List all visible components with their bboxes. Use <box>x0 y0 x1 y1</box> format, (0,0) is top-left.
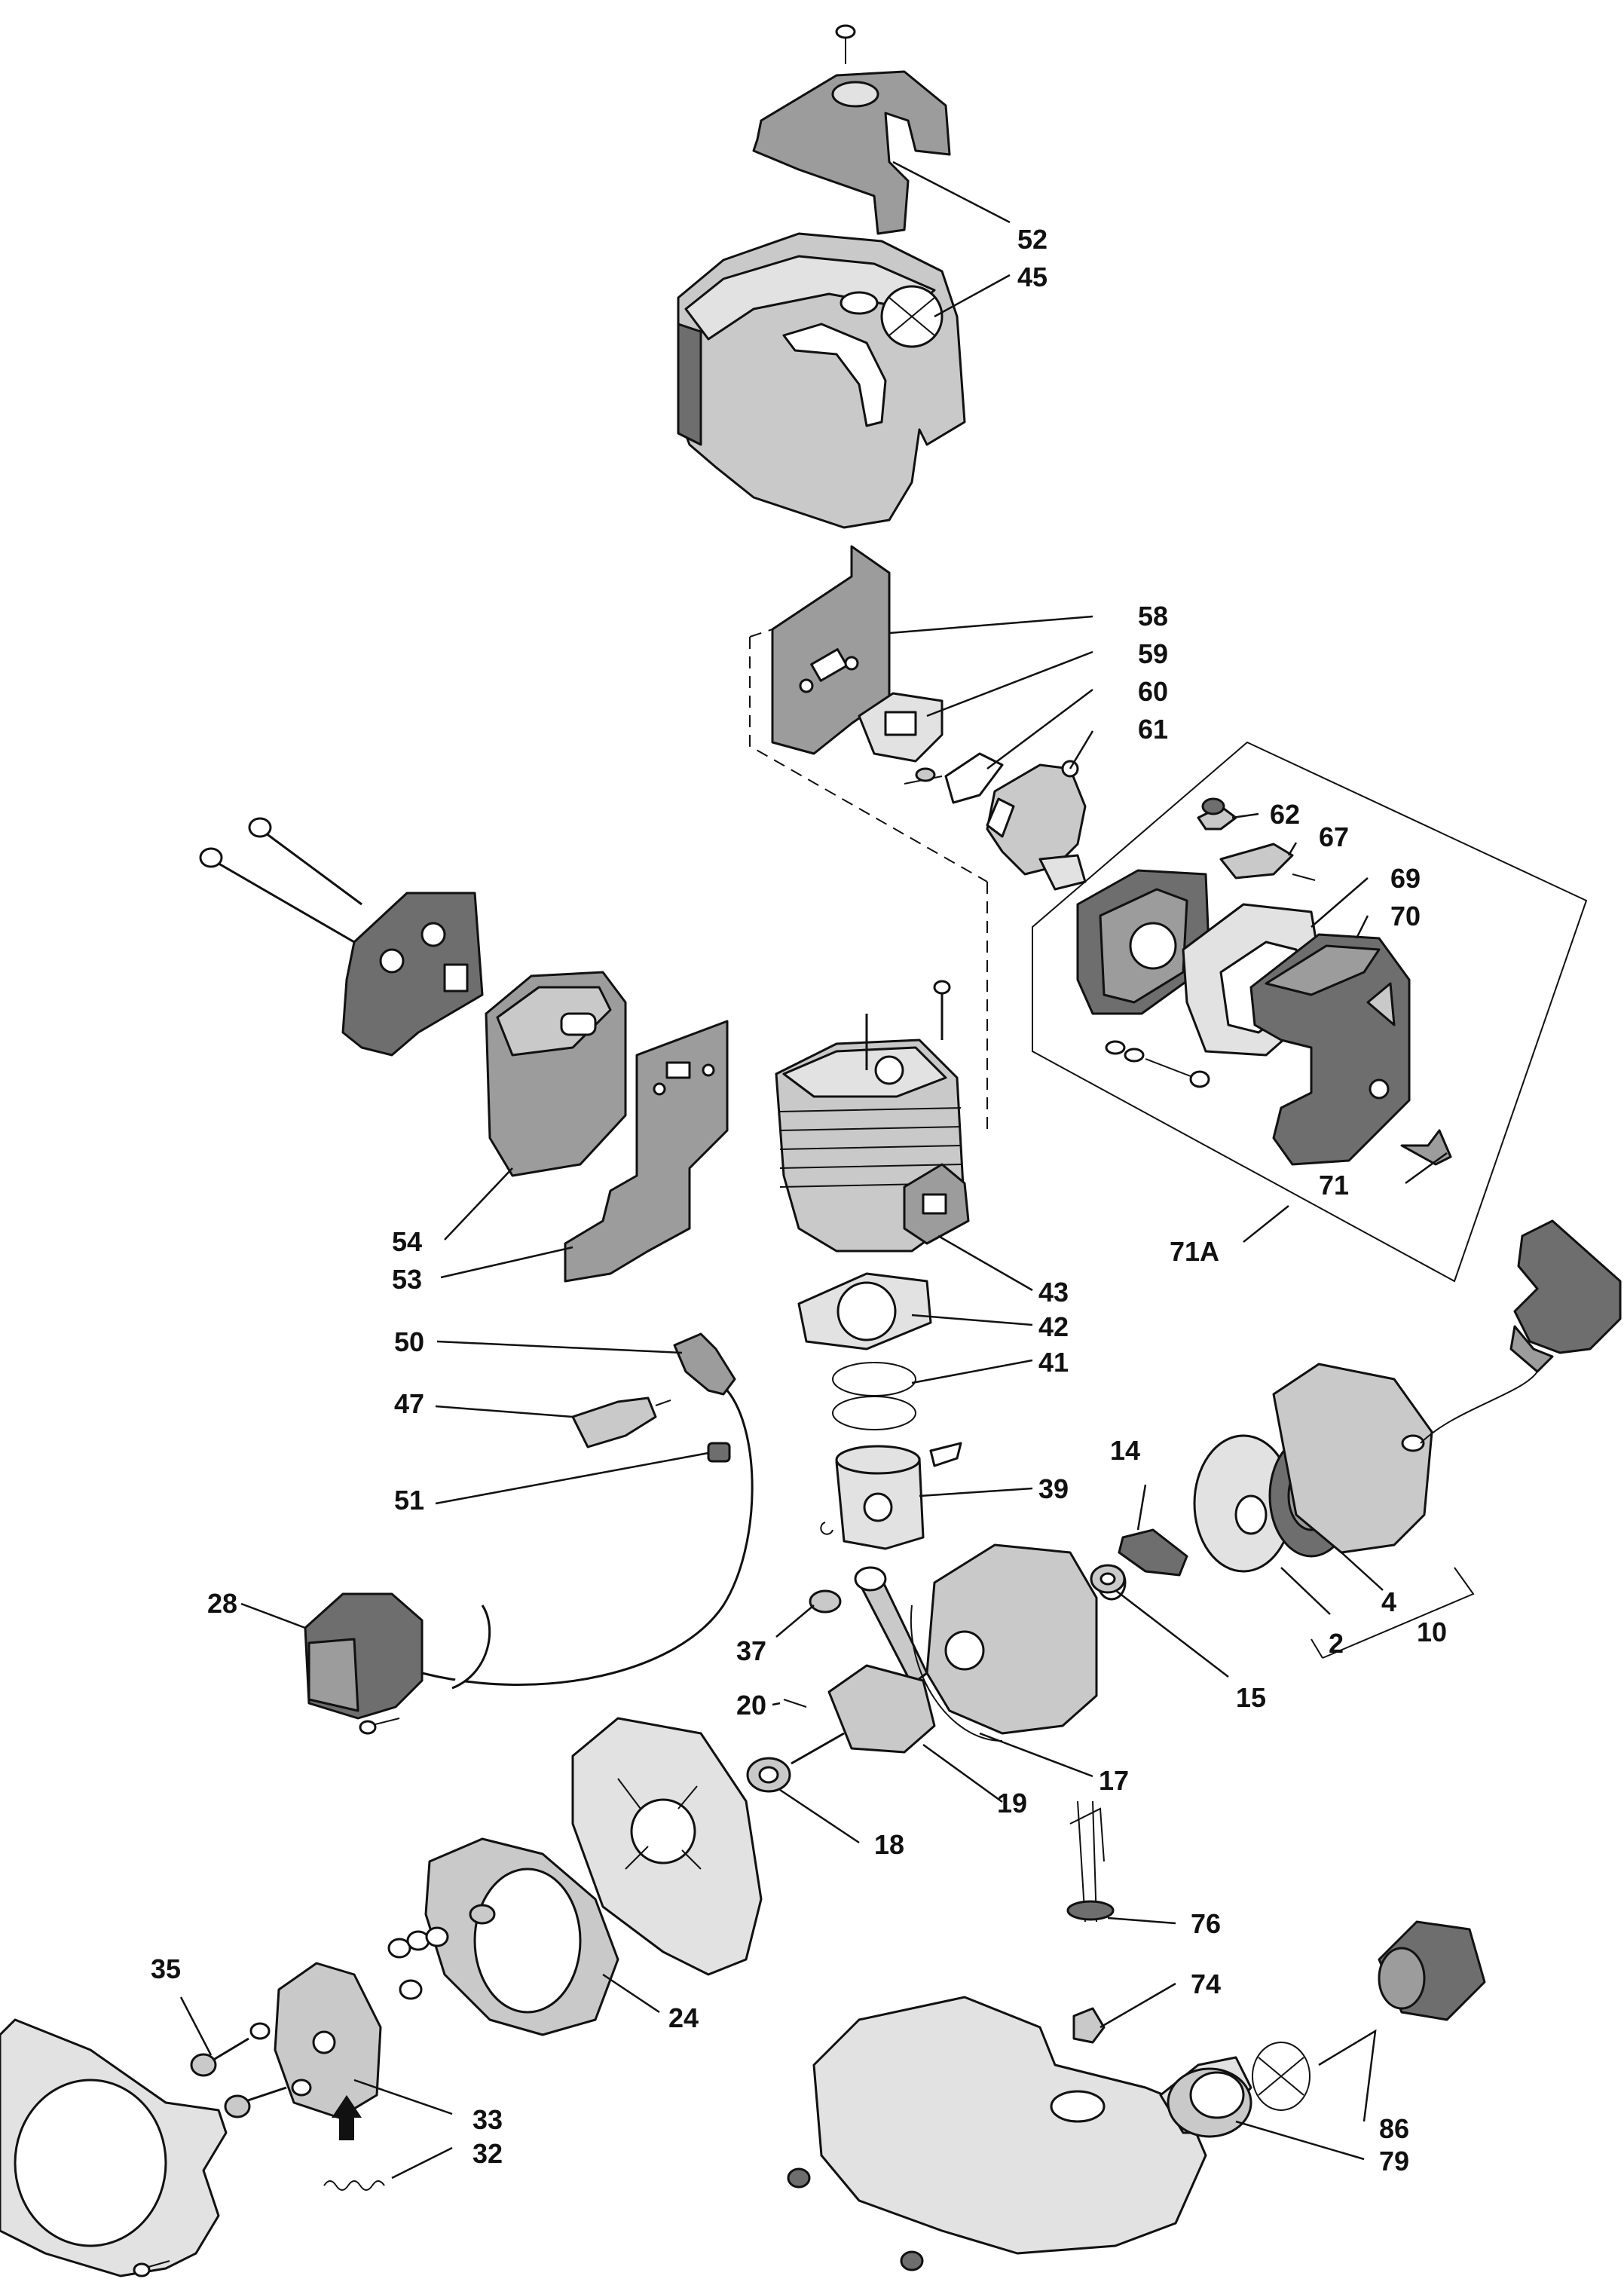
muffler-bolts <box>199 817 362 944</box>
ignition-lead <box>421 1390 754 1686</box>
spring-part-32 <box>323 2180 385 2191</box>
label-86: 86 <box>1379 2113 1409 2144</box>
label-45: 45 <box>1017 262 1047 292</box>
label-79: 79 <box>1379 2146 1409 2176</box>
pin-part-20 <box>783 1699 807 1708</box>
bearing-part-18 <box>746 1757 791 1793</box>
fuel-cap <box>1378 1920 1486 2021</box>
label-19: 19 <box>997 1788 1027 1819</box>
label-53: 53 <box>392 1264 422 1295</box>
filter-cover-part-70 <box>1249 933 1411 1166</box>
label-67: 67 <box>1319 821 1349 852</box>
label-37: 37 <box>736 1635 766 1666</box>
label-41: 41 <box>1038 1347 1069 1378</box>
filter-base <box>1076 869 1211 1088</box>
seal-part-86 <box>1252 2042 1311 2111</box>
label-71: 71 <box>1319 1170 1349 1201</box>
leader-lines <box>179 161 1448 2180</box>
crankshaft-part-19 <box>791 1566 936 1765</box>
engine-cover-part-45 <box>677 232 966 529</box>
label-62: 62 <box>1270 799 1300 830</box>
label-61: 61 <box>1138 714 1168 745</box>
cylinder-part-43 <box>775 980 970 1253</box>
fuel-filler-neck-part-79 <box>1167 2067 1252 2138</box>
arrow-indicator <box>332 2095 362 2140</box>
label-59: 59 <box>1138 638 1168 669</box>
fuel-lines-part-76 <box>1066 1800 1115 1923</box>
washers-nut <box>387 1926 449 2000</box>
plate-part-67 <box>1219 843 1316 881</box>
cylinder-gasket-part-42 <box>797 1272 932 1351</box>
label-54: 54 <box>392 1226 422 1257</box>
label-24: 24 <box>668 2002 699 2033</box>
top-cover-part-52 <box>752 24 951 235</box>
spark-plug-boot-part-50 <box>673 1332 736 1396</box>
label-39: 39 <box>1038 1473 1069 1504</box>
label-47: 47 <box>394 1388 424 1419</box>
piston-part-39 <box>820 1442 962 1550</box>
label-32: 32 <box>473 2138 503 2169</box>
label-76: 76 <box>1191 1908 1221 1939</box>
label-74: 74 <box>1191 1968 1221 1999</box>
label-14: 14 <box>1110 1435 1140 1466</box>
label-71A: 71A <box>1170 1236 1219 1267</box>
label-70: 70 <box>1390 901 1421 931</box>
spark-plug-part-47 <box>571 1396 671 1448</box>
label-60: 60 <box>1138 676 1168 707</box>
label-18: 18 <box>874 1829 904 1860</box>
bracket-part-10 <box>1311 1567 1475 1659</box>
crankcase-main <box>571 1717 763 1976</box>
gasket-part-60 <box>904 752 1004 804</box>
label-58: 58 <box>1138 601 1168 632</box>
label-50: 50 <box>394 1326 424 1357</box>
wing-screw-part-71 <box>1400 1129 1452 1166</box>
label-4: 4 <box>1381 1586 1396 1617</box>
clutch-housing <box>0 2018 228 2277</box>
label-20: 20 <box>736 1690 766 1721</box>
carburetor-part-61 <box>986 760 1087 891</box>
label-35: 35 <box>151 1953 181 1984</box>
starter-handle <box>1420 1219 1622 1444</box>
air-filter-group-frame <box>1032 741 1588 1283</box>
label-2: 2 <box>1329 1628 1344 1659</box>
label-28: 28 <box>207 1588 237 1619</box>
pawl-part-14 <box>1118 1528 1188 1577</box>
heat-shield-part-58 <box>771 545 891 755</box>
piston-rings-part-41 <box>832 1362 916 1430</box>
label-51: 51 <box>394 1485 424 1516</box>
label-15: 15 <box>1236 1682 1266 1713</box>
clip-part-51 <box>707 1442 731 1463</box>
fuel-filter-part-74 <box>1072 2007 1106 2044</box>
part-labels: 52 45 58 59 60 61 62 67 69 70 71 71A 54 … <box>151 224 1447 2176</box>
label-17: 17 <box>1099 1765 1129 1796</box>
label-69: 69 <box>1390 863 1421 894</box>
muffler-cover <box>341 892 484 1057</box>
bolts-part-35 <box>190 2022 312 2118</box>
insulator-part-59 <box>858 692 944 763</box>
muffler-part-54 <box>485 971 627 1177</box>
starter-housing <box>1272 1363 1433 1554</box>
label-33: 33 <box>473 2104 503 2135</box>
needle-bearing-part-37 <box>809 1589 842 1614</box>
label-42: 42 <box>1038 1311 1069 1342</box>
ignition-coil-part-28 <box>304 1592 491 1735</box>
washer-part-15 <box>1090 1564 1126 1594</box>
label-10: 10 <box>1417 1617 1447 1647</box>
muffler-gasket-part-53 <box>564 1020 729 1283</box>
choke-lever-part-62 <box>1197 797 1237 831</box>
flywheel-part-24 <box>424 1837 619 2036</box>
clutch-part-33 <box>274 1962 382 2119</box>
label-52: 52 <box>1017 224 1047 255</box>
label-43: 43 <box>1038 1277 1069 1308</box>
tank-feet <box>787 2167 924 2271</box>
